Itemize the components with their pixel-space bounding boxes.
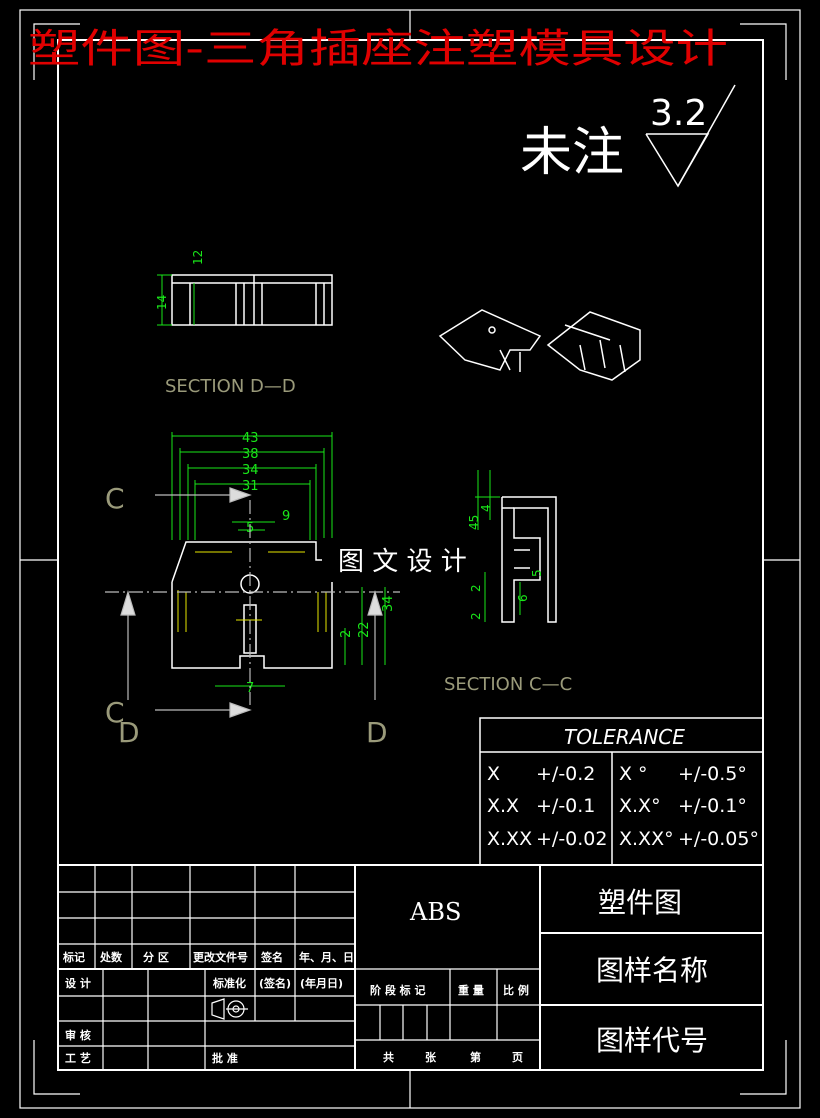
rev-header: 更改文件号 <box>193 950 248 964</box>
roughness-note: 未注 <box>520 123 624 183</box>
cut-label-d-left: D <box>118 716 140 749</box>
dim-34-vertical: 34 <box>381 595 396 612</box>
tolerance-cell: X ° <box>619 763 648 785</box>
tolerance-cell: X.X° <box>619 795 661 817</box>
tolerance-cell: +/-0.1 <box>536 795 595 817</box>
rev-header: 分 区 <box>143 950 169 964</box>
section-dd-view <box>171 274 333 326</box>
stage-header: 比 例 <box>503 983 529 997</box>
dim-cc-5: 5 <box>530 569 544 577</box>
sheet-info: 第 <box>470 1050 481 1064</box>
cut-label-c-top: C <box>105 482 125 515</box>
sheet-info: 共 <box>383 1050 394 1064</box>
title-block-grid <box>57 864 764 1071</box>
dim-34: 34 <box>242 463 259 478</box>
drawing-name-label: 图样名称 <box>596 954 708 987</box>
stage-header-row: 阶 段 标 记 重 量 比 例 <box>370 983 529 997</box>
section-cc-label: SECTION C—C <box>444 674 572 695</box>
date-label: (年月日) <box>300 976 343 990</box>
watermark-background <box>322 538 508 582</box>
front-view <box>171 541 333 669</box>
rev-header: 签名 <box>260 950 283 964</box>
revision-header-row: 标记 处数 分 区 更改文件号 签名 年、月、日 <box>62 950 354 964</box>
tolerance-cell: X.X <box>487 795 519 817</box>
tolerance-cell: +/-0.02 <box>536 828 607 850</box>
rev-header: 标记 <box>62 950 85 964</box>
dim-31: 31 <box>242 479 259 494</box>
material-label: ABS <box>409 898 461 926</box>
roughness-symbol: 未注 3.2 <box>520 84 736 188</box>
standardization-label: 标准化 <box>212 976 246 990</box>
section-dd-label: SECTION D—D <box>165 376 296 397</box>
tolerance-cell: X.XX° <box>619 828 674 850</box>
watermark-text: 图 文 设 计 <box>338 547 467 577</box>
tolerance-cell: +/-0.2 <box>536 763 595 785</box>
rev-header: 年、月、日 <box>299 950 354 964</box>
front-view-hidden <box>177 551 327 632</box>
roughness-value: 3.2 <box>650 93 707 134</box>
part-type-label: 塑件图 <box>598 886 682 919</box>
tolerance-cell: X.XX <box>487 828 532 850</box>
dim-cc-2a: 2 <box>469 584 483 592</box>
design-label: 设 计 <box>65 976 91 990</box>
dim-dd-12: 12 <box>191 250 205 265</box>
section-dd-dims <box>157 274 195 326</box>
tolerance-cell: +/-0.5° <box>678 763 747 785</box>
section-cc-view <box>501 496 557 623</box>
dim-dd-14: 14 <box>155 295 169 310</box>
rev-header: 处数 <box>99 950 123 964</box>
cut-label-c-bottom: C <box>105 696 125 729</box>
section-cc-dims <box>475 470 521 622</box>
tolerance-cell: X <box>487 763 500 785</box>
tolerance-rows: X +/-0.2 X ° +/-0.5° X.X +/-0.1 X.X° +/-… <box>487 763 759 850</box>
check-label: 审 核 <box>65 1028 91 1042</box>
sheet-info: 张 <box>425 1050 437 1064</box>
stage-header: 重 量 <box>458 983 484 997</box>
tolerance-cell: +/-0.1° <box>678 795 747 817</box>
dim-22: 22 <box>357 621 372 638</box>
dim-7: 7 <box>246 681 254 696</box>
process-label: 工 艺 <box>65 1051 91 1065</box>
design-row: 设 计 标准化 (签名) (年月日) <box>65 976 343 990</box>
dim-cc-6: 6 <box>516 594 530 602</box>
isometric-view-1 <box>438 309 542 372</box>
tolerance-title: TOLERANCE <box>564 725 685 749</box>
dim-9: 9 <box>282 509 290 524</box>
drawing-code-label: 图样代号 <box>596 1024 708 1057</box>
signature-label: (签名) <box>259 976 291 990</box>
tolerance-cell: +/-0.05° <box>678 828 759 850</box>
dim-cc-2b: 2 <box>469 612 483 620</box>
sheet-info-row: 共 张 第 页 <box>383 1050 523 1064</box>
cut-label-d-right: D <box>366 716 388 749</box>
dim-43: 43 <box>242 431 259 446</box>
projection-symbol <box>211 998 248 1020</box>
cut-arrows <box>105 487 400 718</box>
dim-cc-45: 45 <box>467 515 481 530</box>
approve-label: 批 准 <box>212 1051 238 1065</box>
dim-cc-4: 4 <box>479 504 493 512</box>
dim-2: 2 <box>339 630 354 638</box>
sheet-info: 页 <box>512 1051 523 1064</box>
dim-38: 38 <box>242 447 259 462</box>
drawing-title: 塑件图-三角插座注塑模具设计 <box>28 26 728 72</box>
stage-header: 阶 段 标 记 <box>370 983 426 997</box>
isometric-view-2 <box>546 311 641 381</box>
front-view-dims <box>171 432 386 687</box>
